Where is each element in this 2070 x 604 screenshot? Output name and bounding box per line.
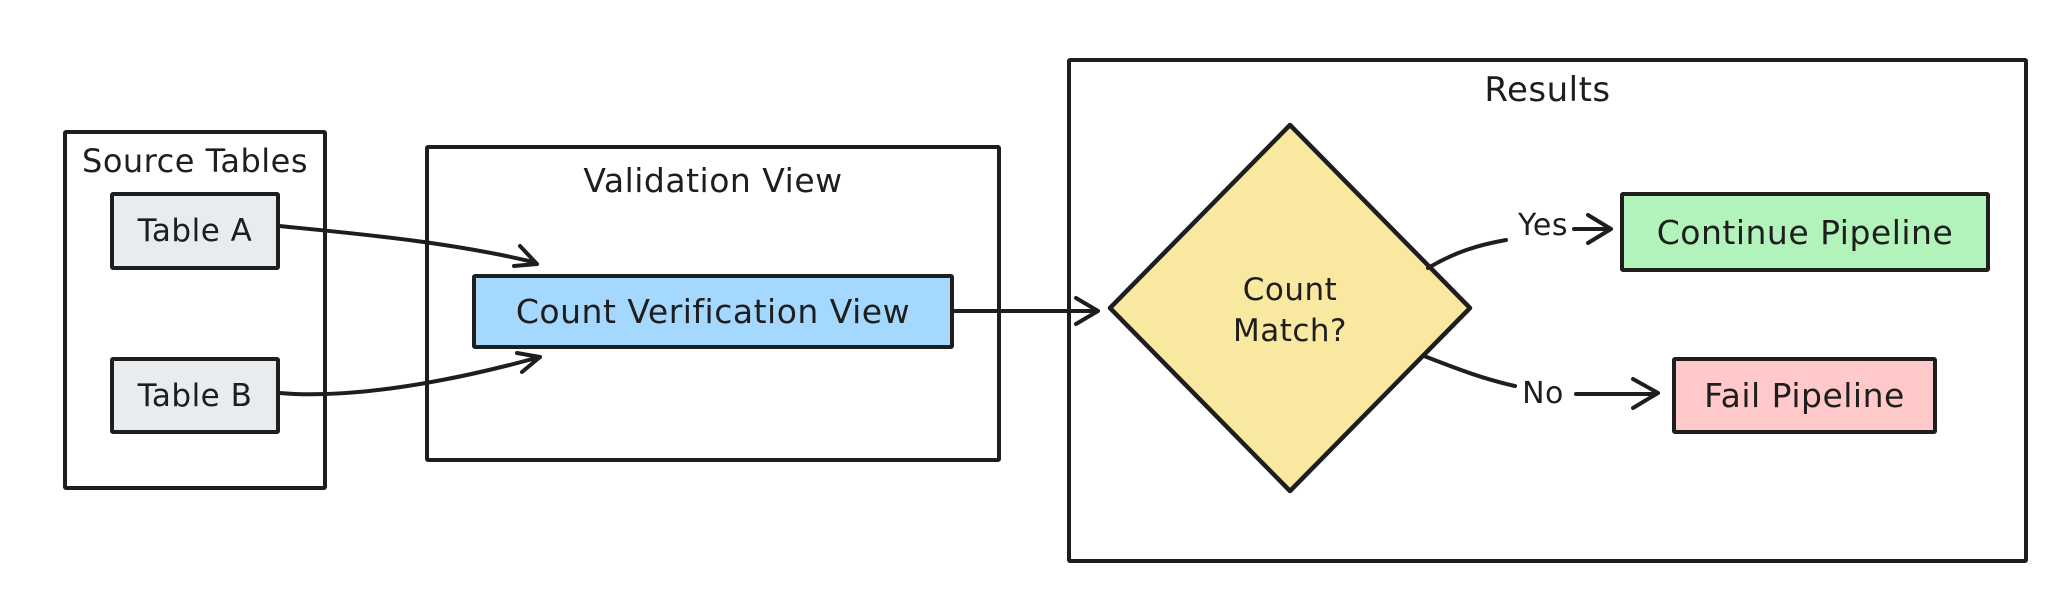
- count-verification-view-node[interactable]: Count Verification View: [472, 274, 954, 349]
- table-b-node[interactable]: Table B: [110, 357, 280, 434]
- table-a-label: Table A: [137, 213, 253, 249]
- count-verification-view-label: Count Verification View: [515, 292, 911, 331]
- source-tables-title: Source Tables: [82, 142, 308, 180]
- count-match-label: Count Match?: [1190, 270, 1390, 352]
- continue-pipeline-node[interactable]: Continue Pipeline: [1620, 192, 1990, 272]
- validation-view-title: Validation View: [583, 161, 843, 200]
- count-match-label-line2: Match?: [1232, 313, 1348, 349]
- table-b-label: Table B: [137, 377, 253, 414]
- results-title: Results: [1484, 70, 1611, 110]
- continue-pipeline-label: Continue Pipeline: [1656, 212, 1954, 252]
- yes-edge-label: Yes: [1518, 208, 1568, 243]
- fail-pipeline-label: Fail Pipeline: [1704, 376, 1905, 415]
- fail-pipeline-node[interactable]: Fail Pipeline: [1672, 357, 1937, 434]
- count-match-label-line1: Count: [1242, 272, 1338, 308]
- no-edge-label: No: [1522, 376, 1564, 411]
- source-tables-group[interactable]: Source Tables Table A Table B: [63, 130, 327, 490]
- validation-view-group[interactable]: Validation View Count Verification View: [425, 145, 1001, 462]
- table-a-node[interactable]: Table A: [110, 192, 280, 270]
